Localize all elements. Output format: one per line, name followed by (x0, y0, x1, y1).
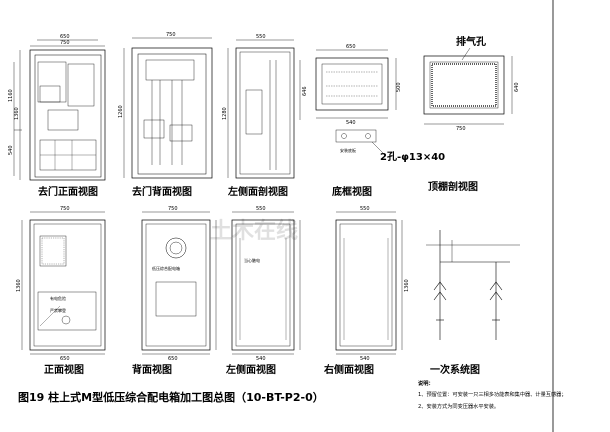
backview-panel-text: 低压综合配电箱 (152, 265, 180, 271)
cover-label-2: 严禁攀登 (50, 307, 66, 313)
notes-line-2: 2、安装方式为同变压器水平安装。 (418, 402, 499, 410)
dim-canopy-width: 750 (456, 126, 466, 132)
label-back-open: 去门背面视图 (132, 185, 192, 198)
cover-label-1: 有电危险 (50, 295, 66, 301)
label-right: 右侧面视图 (323, 363, 374, 376)
label-left: 左侧面视图 (225, 363, 276, 376)
exhaust-hole-callout: 排气孔 (456, 35, 486, 48)
bottom-frame-view (315, 49, 397, 155)
dim-front-height-inner: 1160 (8, 89, 14, 102)
top-canopy-view (423, 47, 513, 125)
dim-front-width-top: 650 (60, 34, 70, 40)
dim-backview-base: 650 (168, 356, 178, 362)
dim-rightview-base: 540 (360, 356, 370, 362)
dim-rightview-height: 1360 (404, 279, 410, 292)
front-view (21, 211, 106, 355)
dim-leftview-base: 540 (256, 356, 266, 362)
dim-bottom-width: 650 (346, 44, 356, 50)
dim-left-section-height: 1280 (222, 107, 228, 120)
dim-bottom-depth: 540 (346, 120, 356, 126)
label-single-line: 一次系统图 (430, 363, 480, 376)
dim-leftview-width: 550 (256, 206, 266, 212)
install-plate-label: 安装底板 (340, 147, 356, 153)
right-view (335, 211, 403, 355)
dim-frontview-height: 1360 (16, 279, 22, 292)
label-front-open: 去门正面视图 (38, 185, 98, 198)
dim-back-width: 750 (166, 32, 176, 38)
dim-front-lower: 540 (8, 145, 14, 155)
front-open-view (13, 39, 106, 181)
notes-heading: 说明： (418, 379, 434, 387)
dim-rightview-width: 550 (360, 206, 370, 212)
back-open-view (123, 37, 213, 179)
watermark: 土木在线 (210, 218, 298, 244)
mount-holes-callout: 2孔-φ13×40 (380, 150, 445, 163)
notes-line-1: 1、预留位置：可安装一只三相多功能表和集中器、计量互感器； (418, 390, 567, 398)
dim-frontview-base: 650 (60, 356, 70, 362)
left-view (231, 211, 301, 355)
label-front: 正面视图 (44, 363, 84, 376)
dim-backview-width: 750 (168, 206, 178, 212)
left-section-view (227, 39, 301, 179)
dim-frontview-width: 750 (60, 206, 70, 212)
dim-back-height: 1260 (118, 105, 124, 118)
back-view (141, 211, 217, 355)
single-line-diagram (426, 230, 520, 340)
dim-bottom-side: 500 (396, 82, 402, 92)
dim-left-section-width: 550 (256, 34, 266, 40)
dim-left-section-part: 646 (302, 86, 308, 96)
dim-canopy-depth: 640 (514, 82, 520, 92)
drawing-title: 图19 柱上式M型低压综合配电箱加工图总图（10-BT-P2-0） (18, 390, 324, 404)
label-back: 背面视图 (132, 363, 172, 376)
dim-front-width: 750 (60, 40, 70, 46)
leftview-warning: 当心触电 (244, 257, 260, 263)
label-bottom-frame: 底框视图 (332, 185, 372, 198)
dim-front-height: 1360 (14, 107, 20, 120)
label-left-section: 左侧面剖视图 (227, 185, 288, 198)
label-top-canopy: 顶棚剖视图 (428, 180, 478, 193)
